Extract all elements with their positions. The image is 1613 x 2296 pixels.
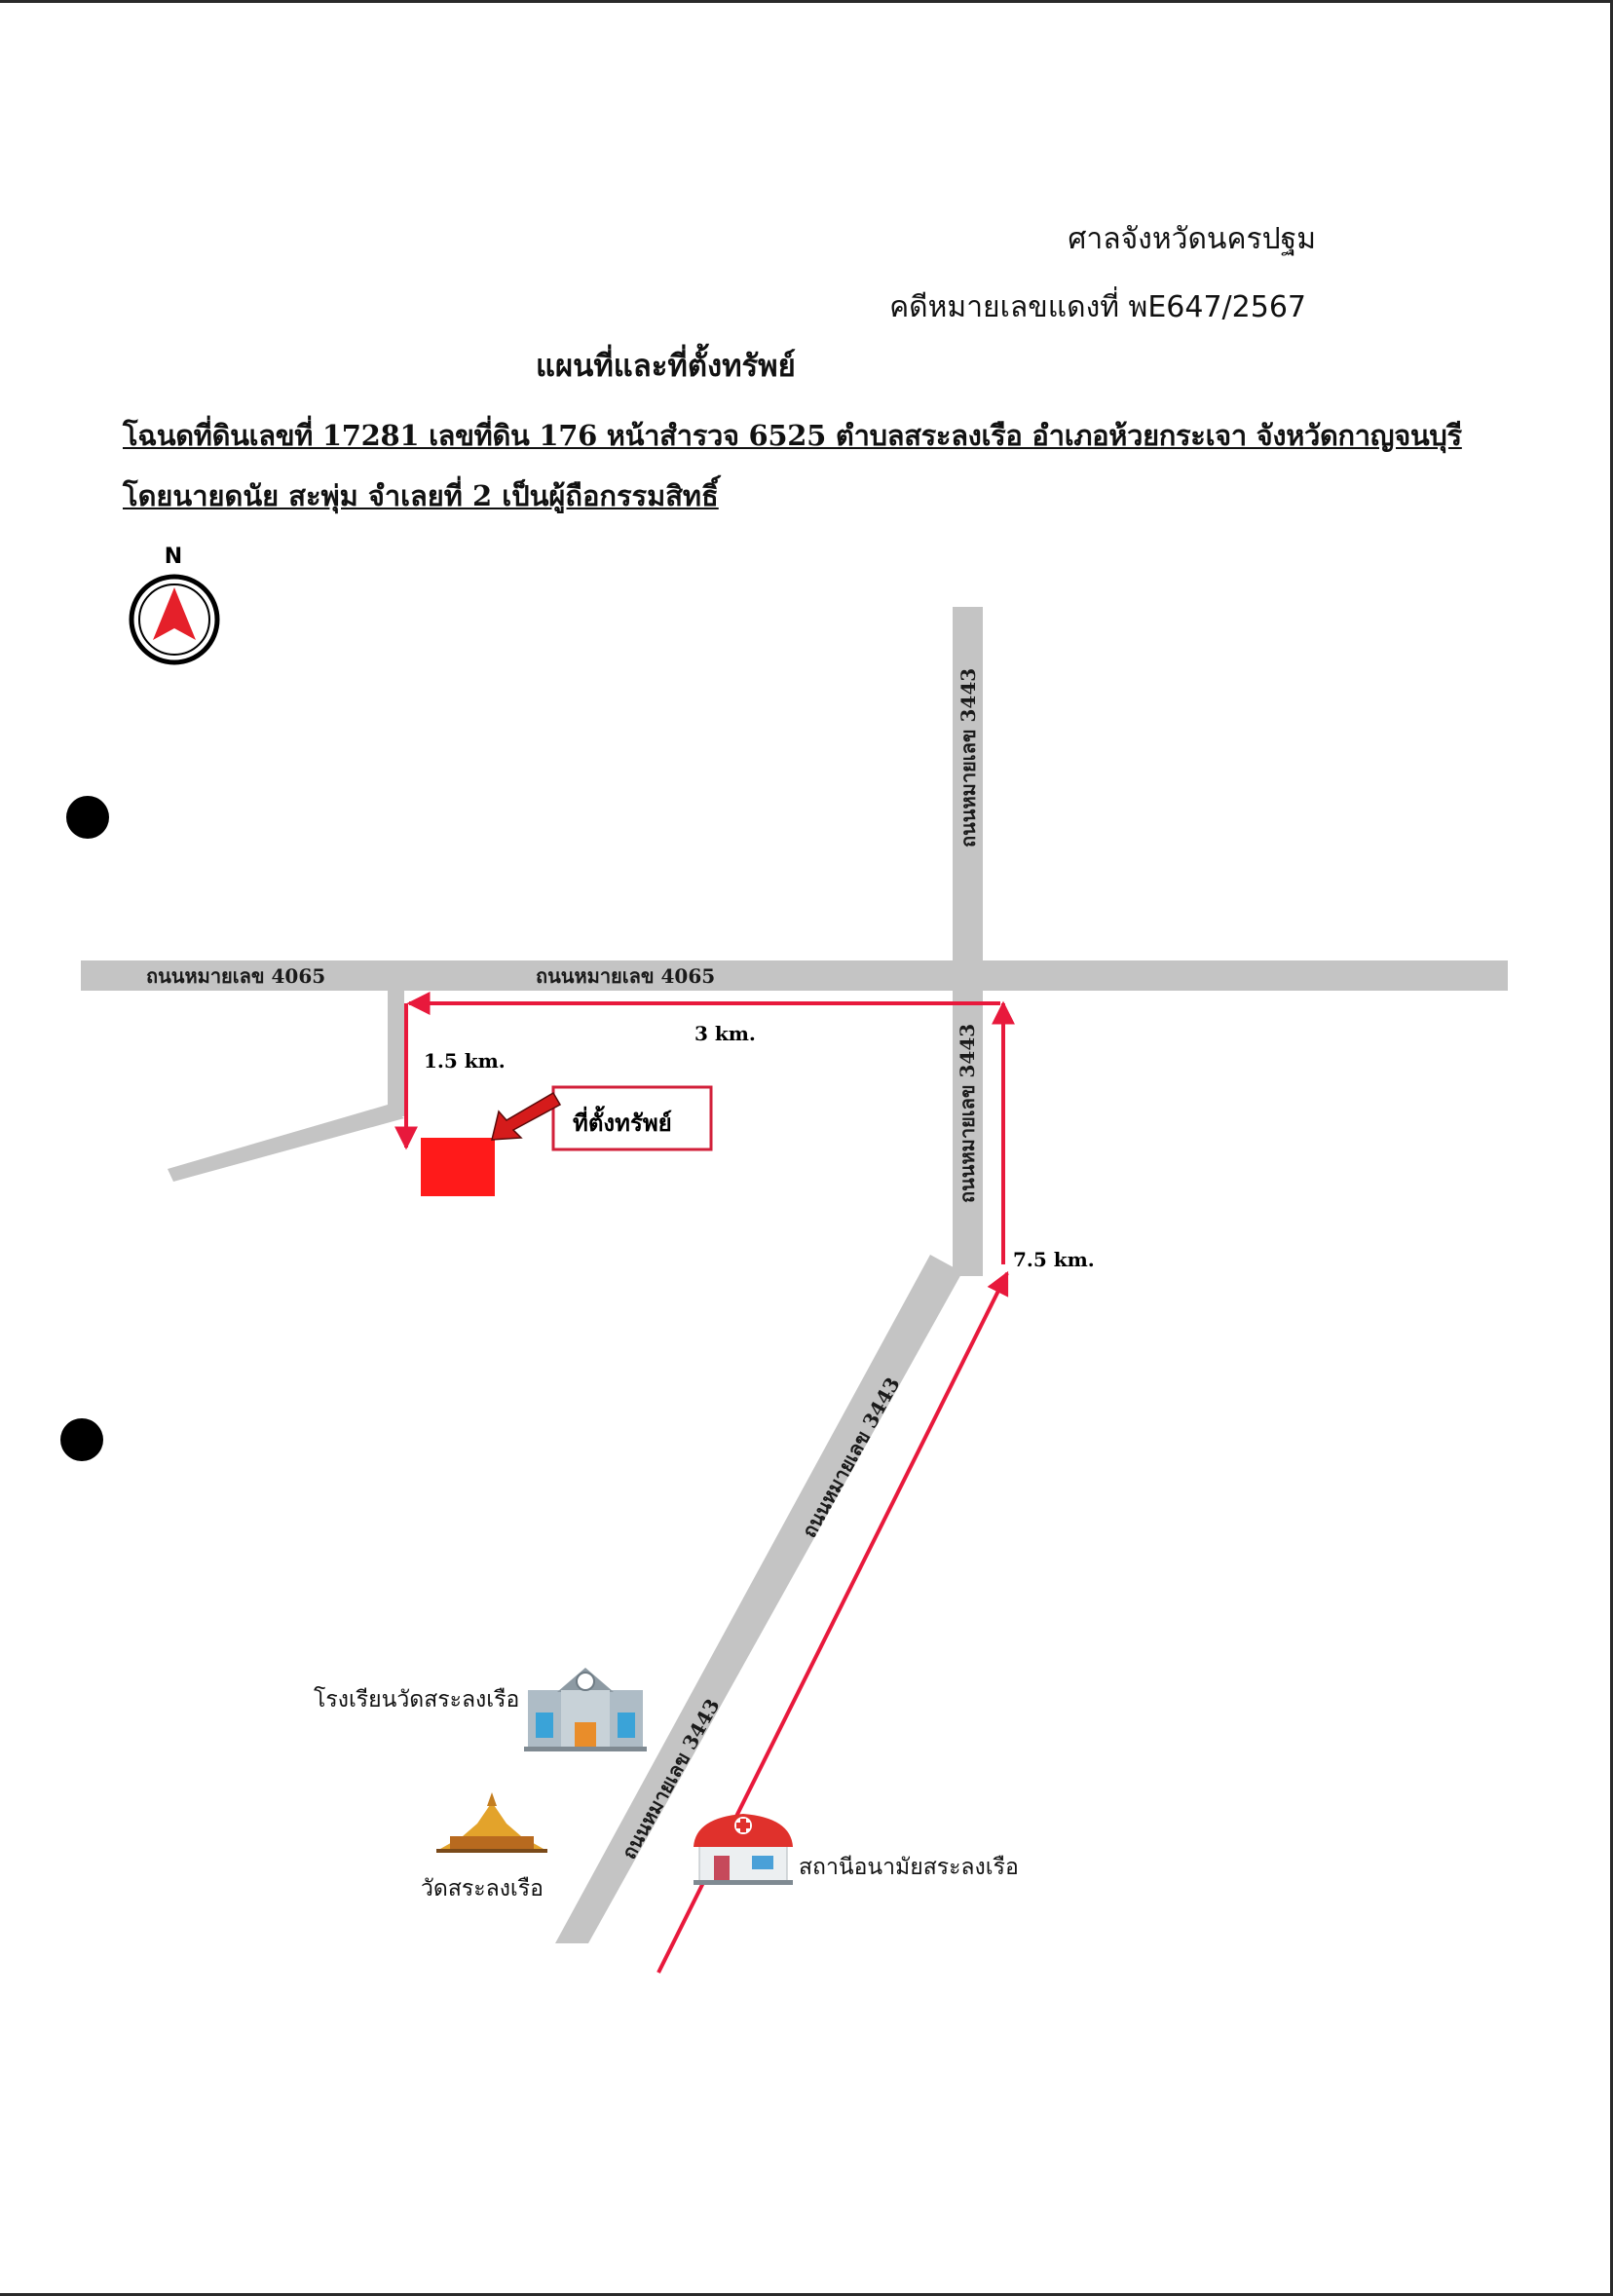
property-callout-label: ที่ตั้งทรัพย์ bbox=[573, 1105, 672, 1137]
property-location: ที่ตั้งทรัพย์ bbox=[421, 1085, 713, 1196]
road-label-3443-diagonal-upper: ถนนหมายเลข 3443 bbox=[797, 1374, 904, 1542]
distance-labels: 3 km. 1.5 km. 7.5 km. bbox=[424, 1022, 1095, 1271]
compass-ring-outer bbox=[129, 574, 220, 665]
page-border-top bbox=[0, 0, 1613, 3]
deed-description: โฉนดที่ดินเลขที่ 17281 เลขที่ดิน 176 หน้… bbox=[123, 419, 1462, 452]
owner-description: โดยนายดนัย สะพุ่ม จำเลยที่ 2 เป็นผู้ถือก… bbox=[123, 479, 719, 512]
case-number: คดีหมายเลขแดงที่ พE647/2567 bbox=[889, 290, 1306, 324]
road-3443-diagonal bbox=[555, 1255, 962, 1943]
health-station-label: สถานีอนามัยสระลงเรือ bbox=[799, 1855, 1019, 1880]
compass-ring-inner bbox=[138, 583, 210, 656]
page-border-right bbox=[1610, 0, 1613, 2296]
road-label-3443-north: ถนนหมายเลข 3443 bbox=[957, 668, 980, 847]
road-labels: ถนนหมายเลข 4065 ถนนหมายเลข 4065 ถนนหมายเ… bbox=[146, 668, 980, 1863]
school-landmark: โรงเรียนวัดสระลงเรือ bbox=[314, 1668, 647, 1751]
page-border-bottom bbox=[0, 2293, 1613, 2296]
north-compass: N bbox=[129, 545, 220, 665]
temple-label: วัดสระลงเรือ bbox=[421, 1876, 544, 1901]
distance-label-7-5km: 7.5 km. bbox=[1013, 1248, 1095, 1271]
north-label: N bbox=[165, 545, 182, 569]
distance-label-1-5km: 1.5 km. bbox=[424, 1049, 506, 1073]
map-title: แผนที่และที่ตั้งทรัพย์ bbox=[536, 349, 796, 384]
punch-hole-top bbox=[66, 796, 109, 839]
punch-hole-bottom bbox=[60, 1418, 103, 1461]
temple-landmark: วัดสระลงเรือ bbox=[421, 1792, 547, 1901]
distance-label-3km: 3 km. bbox=[694, 1022, 756, 1045]
court-name: ศาลจังหวัดนครปฐม bbox=[1068, 222, 1316, 256]
property-callout-box bbox=[551, 1085, 713, 1151]
side-road-diagonal bbox=[168, 1105, 404, 1182]
property-pointer-arrow-icon bbox=[491, 1091, 562, 1141]
road-label-3443-middle: ถนนหมายเลข 3443 bbox=[956, 1024, 979, 1203]
school-label: โรงเรียนวัดสระลงเรือ bbox=[314, 1686, 519, 1713]
health-station-icon bbox=[694, 1814, 793, 1885]
health-station-landmark: สถานีอนามัยสระลงเรือ bbox=[694, 1814, 1019, 1885]
property-marker bbox=[421, 1138, 495, 1196]
north-arrow-icon bbox=[153, 587, 196, 640]
roads bbox=[81, 607, 1508, 1943]
temple-icon bbox=[436, 1792, 547, 1853]
school-building-icon bbox=[524, 1668, 647, 1751]
road-label-4065-center: ถนนหมายเลข 4065 bbox=[536, 964, 715, 988]
side-road-vertical bbox=[388, 984, 404, 1116]
road-3443-vertical bbox=[953, 607, 983, 1276]
road-label-4065-west: ถนนหมายเลข 4065 bbox=[146, 964, 325, 988]
road-4065 bbox=[81, 960, 1508, 991]
